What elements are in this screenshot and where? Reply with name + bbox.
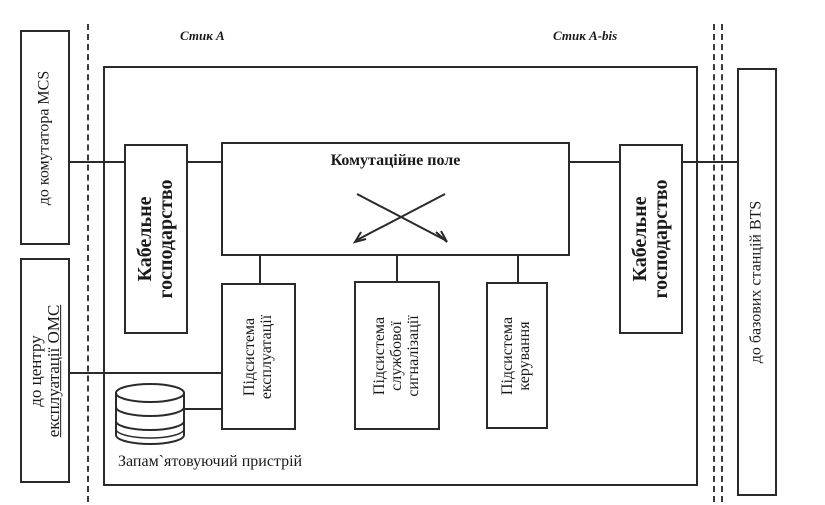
cable-management-right: Кабельне господарство <box>619 144 683 334</box>
subsystem-signaling-line2: службової <box>387 320 405 391</box>
line-switch-to-control <box>517 256 519 282</box>
cable-right-line1: Кабельне <box>629 196 651 282</box>
subsystem-signaling-line1: Підсистема <box>370 316 388 395</box>
line-switch-to-signaling <box>396 256 398 281</box>
external-mcs-label: до комутатора MCS <box>35 70 53 205</box>
interface-line-left <box>87 24 89 502</box>
subsystem-operation-line1: Підсистема <box>240 317 258 396</box>
subsystem-control-line2: керування <box>516 320 533 391</box>
subsystem-operation: Підсистема експлуатації <box>221 283 296 430</box>
stack-a-bis-label: Стик A-bis <box>553 28 618 43</box>
external-mcs-box: до комутатора MCS <box>20 30 70 245</box>
cable-right-line2: господарство <box>650 179 672 299</box>
external-bts-label: до базових станцій BTS <box>747 200 765 364</box>
line-omc-to-operation <box>70 372 221 374</box>
switching-field: Комутаційне поле <box>221 142 570 256</box>
line-switch-to-cable-right <box>570 161 619 163</box>
cable-left-line2: господарство <box>155 179 177 299</box>
interface-line-right-b <box>721 24 723 502</box>
storage-device-icon <box>115 383 185 445</box>
storage-device-label: Запам`ятовуючий пристрій <box>118 453 303 470</box>
external-omc-label-line2: експлуатації OMC <box>44 304 63 437</box>
external-omc-box: до центру експлуатації OMC <box>20 258 70 483</box>
subsystem-control-line1: Підсистема <box>499 316 517 395</box>
line-mcs-to-cable-left <box>70 161 124 163</box>
external-omc-label-line1: до центру <box>26 334 46 407</box>
line-switch-to-operation <box>259 256 261 283</box>
switching-field-label: Комутаційне поле <box>330 152 461 169</box>
subsystem-control: Підсистема керування <box>486 282 548 429</box>
subsystem-operation-line2: експлуатації <box>257 314 275 399</box>
external-bts-box: до базових станцій BTS <box>737 68 777 496</box>
line-cable-right-to-bts <box>683 161 737 163</box>
line-storage-to-operation <box>184 408 221 410</box>
cable-management-left: Кабельне господарство <box>124 144 188 334</box>
subsystem-signaling: Підсистема службової сигналізації <box>354 281 440 430</box>
switch-cross-icon <box>352 193 448 244</box>
line-cable-left-to-switch <box>188 161 221 163</box>
cable-left-line1: Кабельне <box>134 196 156 282</box>
interface-line-right-a <box>713 24 715 502</box>
stack-a-label: Стик A <box>180 28 225 43</box>
subsystem-signaling-line3: сигналізації <box>404 314 422 397</box>
